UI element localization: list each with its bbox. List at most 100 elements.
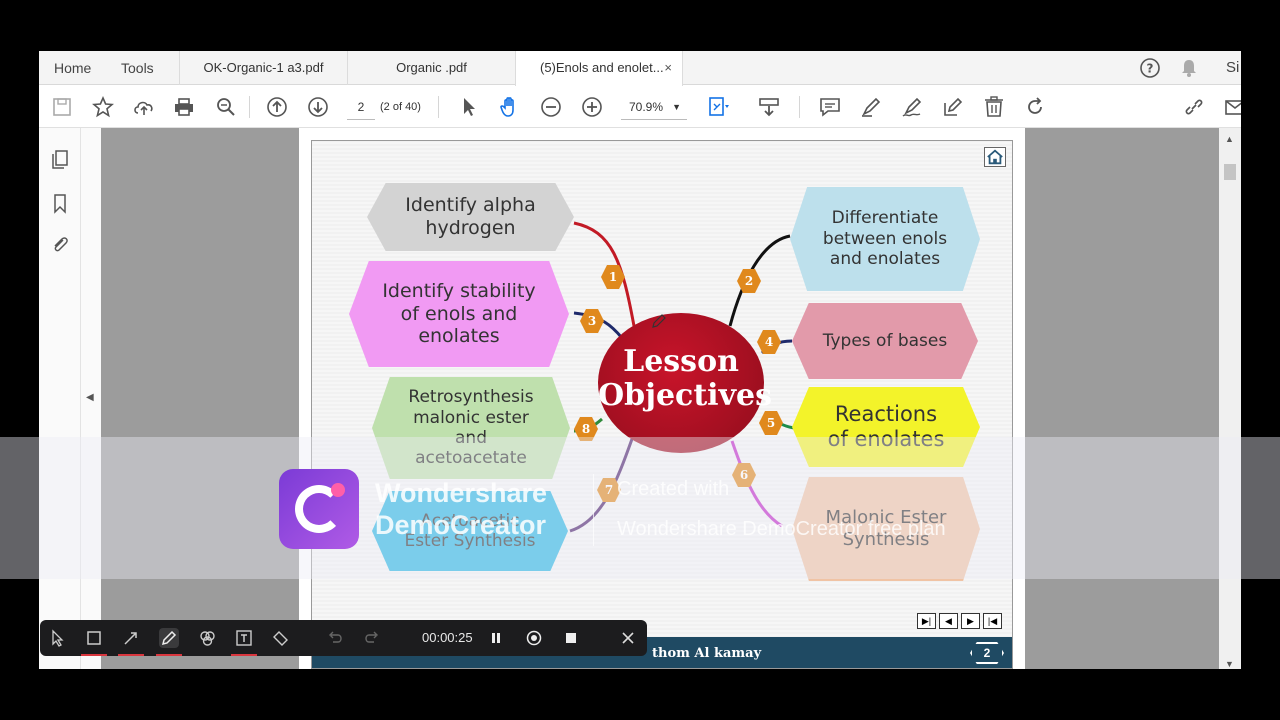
email-icon[interactable] bbox=[1223, 95, 1241, 119]
spotlight-tool-icon[interactable] bbox=[197, 628, 217, 648]
edit-text-icon[interactable] bbox=[941, 95, 965, 119]
first-slide-icon[interactable]: |◀ bbox=[983, 613, 1002, 629]
svg-text:?: ? bbox=[1147, 62, 1154, 76]
zoom-in-icon[interactable] bbox=[580, 95, 604, 119]
pdf-reader-window: Home Tools OK-Organic-1 a3.pdf Organic .… bbox=[39, 51, 1241, 669]
user-account[interactable]: Si bbox=[1226, 59, 1240, 76]
nav-home[interactable]: Home bbox=[54, 60, 92, 76]
zoom-level-select[interactable]: 70.9%▼ bbox=[621, 94, 687, 120]
tab-label: (5)Enols and enolet... bbox=[540, 60, 664, 75]
watermark-band bbox=[0, 437, 1280, 579]
home-icon[interactable] bbox=[984, 147, 1006, 167]
scroll-down-icon[interactable]: ▼ bbox=[1225, 659, 1234, 669]
text-tool-icon[interactable] bbox=[231, 628, 257, 656]
tab-bar: Home Tools OK-Organic-1 a3.pdf Organic .… bbox=[39, 51, 1241, 86]
hand-tool-icon[interactable] bbox=[498, 95, 522, 119]
undo-icon[interactable] bbox=[325, 628, 345, 648]
zoom-value: 70.9% bbox=[629, 100, 664, 114]
attachments-paperclip-icon[interactable] bbox=[49, 234, 71, 256]
center-title: Lesson bbox=[623, 344, 739, 379]
scroll-up-icon[interactable]: ▲ bbox=[1225, 134, 1234, 144]
objective-text: enolates bbox=[418, 325, 500, 348]
tab-ok-organic[interactable]: OK-Organic-1 a3.pdf bbox=[179, 51, 347, 85]
tab-label: OK-Organic-1 a3.pdf bbox=[203, 60, 324, 75]
recorder-control-bar: 00:00:25 bbox=[40, 620, 647, 656]
comment-icon[interactable] bbox=[818, 95, 842, 119]
stop-icon[interactable] bbox=[561, 628, 581, 648]
objective-text: Synthesis bbox=[842, 529, 930, 550]
page-fit-icon[interactable] bbox=[706, 95, 730, 119]
pointer-tool-icon[interactable] bbox=[48, 628, 68, 648]
bookmark-star-icon[interactable] bbox=[91, 95, 115, 119]
tab-enols-enolates[interactable]: (5)Enols and enolet... × bbox=[515, 51, 683, 86]
objective-text: between enols bbox=[822, 228, 948, 249]
help-icon[interactable]: ? bbox=[1139, 57, 1161, 79]
arrow-tool-icon[interactable] bbox=[118, 628, 144, 656]
objective-text: malonic ester bbox=[413, 407, 529, 428]
bookmarks-icon[interactable] bbox=[49, 192, 71, 214]
highlight-pen-icon[interactable] bbox=[859, 95, 883, 119]
objective-text: of enolates bbox=[827, 427, 945, 451]
scroll-mode-icon[interactable] bbox=[757, 95, 781, 119]
toolbar-separator bbox=[799, 96, 800, 118]
print-icon[interactable] bbox=[172, 95, 196, 119]
objective-text: Identify alpha bbox=[405, 194, 536, 217]
scrollbar-thumb[interactable] bbox=[1224, 164, 1236, 180]
slide-navigation: ▶|◀▶|◀ bbox=[917, 611, 1005, 629]
cloud-upload-icon[interactable] bbox=[132, 95, 156, 119]
search-zoom-icon[interactable] bbox=[214, 95, 238, 119]
objective-number-5: 5 bbox=[759, 411, 783, 435]
notification-bell-icon[interactable] bbox=[1178, 57, 1200, 79]
close-tab-icon[interactable]: × bbox=[664, 60, 672, 75]
objective-text: Identify stability bbox=[382, 279, 536, 302]
eraser-tool-icon[interactable] bbox=[271, 628, 291, 648]
last-slide-icon[interactable]: ▶| bbox=[917, 613, 936, 629]
pen-cursor-icon bbox=[651, 313, 667, 334]
objective-number-6: 6 bbox=[732, 463, 756, 487]
nav-tools[interactable]: Tools bbox=[121, 60, 154, 76]
camera-record-icon[interactable] bbox=[524, 628, 544, 648]
watermark-divider bbox=[593, 474, 594, 546]
previous-slide-icon[interactable]: ◀ bbox=[939, 613, 958, 629]
next-slide-icon[interactable]: ▶ bbox=[961, 613, 980, 629]
objective-number-7: 7 bbox=[597, 478, 621, 502]
objective-text: of enols and bbox=[400, 302, 518, 325]
rectangle-tool-icon[interactable] bbox=[81, 628, 107, 656]
pen-tool-icon[interactable] bbox=[156, 628, 182, 656]
close-icon[interactable] bbox=[618, 628, 638, 648]
draw-sign-icon[interactable] bbox=[900, 95, 924, 119]
page-thumbnails-icon[interactable] bbox=[49, 148, 71, 170]
sidebar-toggle[interactable]: ◀ bbox=[81, 128, 101, 669]
rotate-icon[interactable] bbox=[1023, 95, 1047, 119]
objective-text: Types of bases bbox=[822, 330, 948, 351]
delete-trash-icon[interactable] bbox=[982, 95, 1006, 119]
tab-label: Organic .pdf bbox=[396, 60, 467, 75]
save-icon[interactable] bbox=[50, 95, 74, 119]
objective-4: Types of bases bbox=[792, 303, 978, 379]
pause-icon[interactable] bbox=[486, 628, 506, 648]
page-number-input[interactable]: 2 bbox=[347, 94, 375, 120]
previous-page-icon[interactable] bbox=[265, 95, 289, 119]
select-cursor-icon[interactable] bbox=[457, 95, 481, 119]
objective-number-2: 2 bbox=[737, 269, 761, 293]
toolbar-separator bbox=[249, 96, 250, 118]
next-page-icon[interactable] bbox=[306, 95, 330, 119]
toolbar-separator bbox=[438, 96, 439, 118]
watermark-brand: DemoCreator bbox=[375, 510, 547, 540]
redo-icon[interactable] bbox=[362, 628, 382, 648]
tab-organic[interactable]: Organic .pdf bbox=[347, 51, 515, 85]
objective-text: Reactions bbox=[834, 401, 938, 426]
recording-timer: 00:00:25 bbox=[422, 630, 473, 645]
objective-text: Retrosynthesis bbox=[408, 387, 534, 408]
share-link-icon[interactable] bbox=[1182, 95, 1206, 119]
vertical-scrollbar[interactable]: ▲ ▼ bbox=[1219, 128, 1241, 669]
zoom-out-icon[interactable] bbox=[539, 95, 563, 119]
